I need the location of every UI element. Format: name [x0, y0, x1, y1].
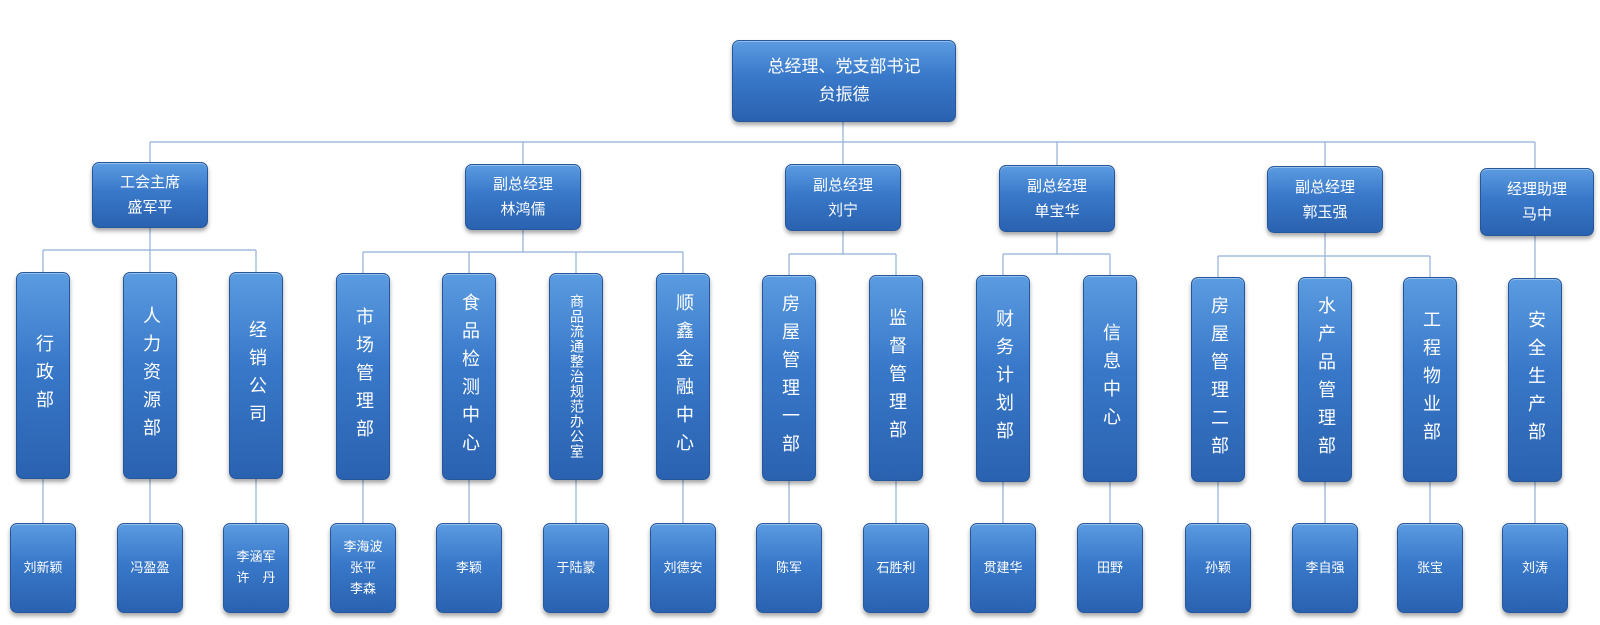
person-name: 孙颖: [1204, 560, 1231, 576]
manager-node: 副总经理 刘宁: [785, 164, 901, 231]
department-label: 房屋管理一部: [779, 294, 800, 462]
department-node: 水产品管理部: [1298, 277, 1352, 482]
person-name: 张宝: [1416, 560, 1443, 576]
person-name: 刘涛: [1521, 560, 1548, 576]
person-node: 田野: [1077, 523, 1143, 613]
department-label: 房屋管理二部: [1208, 295, 1229, 464]
person-name: 陈军: [775, 560, 802, 576]
person-name: 张平: [349, 560, 376, 576]
department-node: 食品检测中心: [442, 273, 496, 480]
department-label: 食品检测中心: [459, 292, 480, 461]
department-label: 监督管理部: [886, 308, 907, 448]
department-node: 顺鑫金融中心: [656, 273, 710, 480]
department-node: 监督管理部: [869, 275, 923, 481]
department-node: 信息中心: [1083, 275, 1137, 482]
manager-name: 盛军平: [127, 198, 173, 216]
person-name: 李海波: [343, 539, 383, 555]
person-name: 贯建华: [983, 560, 1023, 576]
person-name: 李涵军: [236, 550, 276, 565]
person-node: 李海波 张平 李森: [330, 523, 396, 613]
department-node: 财务计划部: [976, 275, 1030, 482]
person-node: 李颖: [436, 523, 502, 613]
department-label: 信息中心: [1100, 322, 1121, 435]
person-name: 于陆蒙: [556, 560, 596, 576]
top-node: 总经理、党支部书记 贠振德: [732, 40, 956, 122]
department-label: 工程物业部: [1420, 309, 1441, 450]
person-node: 张宝: [1397, 523, 1463, 613]
person-node: 孙颖: [1185, 523, 1251, 613]
department-label: 行政部: [33, 333, 54, 418]
manager-name: 郭玉强: [1302, 202, 1348, 221]
person-node: 刘德安: [650, 523, 716, 613]
person-name: 冯盈盈: [130, 560, 170, 576]
manager-title: 副总经理: [492, 175, 553, 193]
person-name: 田野: [1096, 560, 1123, 576]
person-name: 李颖: [455, 560, 482, 576]
department-node: 经销公司: [229, 272, 283, 479]
person-node: 冯盈盈: [117, 523, 183, 613]
department-label: 水产品管理部: [1315, 295, 1336, 464]
manager-node: 副总经理 单宝华: [999, 165, 1115, 232]
person-name: 许 丹: [236, 571, 276, 586]
manager-title: 副总经理: [1026, 176, 1087, 195]
department-label: 经销公司: [246, 319, 267, 432]
person-name: 李自强: [1305, 560, 1345, 576]
manager-node: 副总经理 林鸿儒: [465, 164, 581, 230]
manager-node: 副总经理 郭玉强: [1267, 166, 1383, 233]
manager-title: 副总经理: [812, 175, 873, 194]
department-node: 安全生产部: [1508, 278, 1562, 482]
department-node: 商品流通整治规范办公室: [549, 273, 603, 480]
manager-name: 马中: [1521, 205, 1552, 223]
manager-title: 工会主席: [119, 173, 180, 191]
person-name: 石胜利: [876, 560, 916, 576]
department-node: 人力资源部: [123, 272, 177, 479]
department-label: 商品流通整治规范办公室: [568, 294, 584, 459]
person-node: 刘新颖: [10, 523, 76, 613]
person-name: 李森: [349, 581, 376, 597]
person-node: 陈军: [756, 523, 822, 613]
manager-name: 单宝华: [1034, 201, 1080, 220]
department-node: 工程物业部: [1403, 277, 1457, 482]
manager-title: 经理助理: [1506, 180, 1567, 198]
person-node: 于陆蒙: [543, 523, 609, 613]
person-node: 贯建华: [970, 523, 1036, 613]
department-label: 顺鑫金融中心: [673, 292, 694, 461]
manager-node: 工会主席 盛军平: [92, 162, 208, 228]
manager-node: 经理助理 马中: [1480, 168, 1594, 236]
person-name: 刘新颖: [23, 560, 63, 576]
manager-title: 副总经理: [1294, 177, 1355, 196]
person-node: 石胜利: [863, 523, 929, 613]
manager-name: 刘宁: [827, 200, 858, 219]
person-node: 李涵军 许 丹: [223, 523, 289, 613]
department-node: 市场管理部: [336, 273, 390, 480]
person-node: 李自强: [1292, 523, 1358, 613]
top-name: 贠振德: [818, 85, 870, 105]
department-label: 市场管理部: [353, 306, 374, 447]
department-label: 人力资源部: [140, 305, 161, 446]
department-node: 房屋管理一部: [762, 275, 816, 481]
department-node: 行政部: [16, 272, 70, 479]
department-node: 房屋管理二部: [1191, 277, 1245, 482]
department-label: 财务计划部: [993, 308, 1014, 449]
manager-name: 林鸿儒: [500, 200, 546, 218]
person-node: 刘涛: [1502, 523, 1568, 613]
department-label: 安全生产部: [1525, 310, 1546, 450]
person-name: 刘德安: [663, 560, 703, 576]
top-title: 总经理、党支部书记: [767, 57, 921, 77]
